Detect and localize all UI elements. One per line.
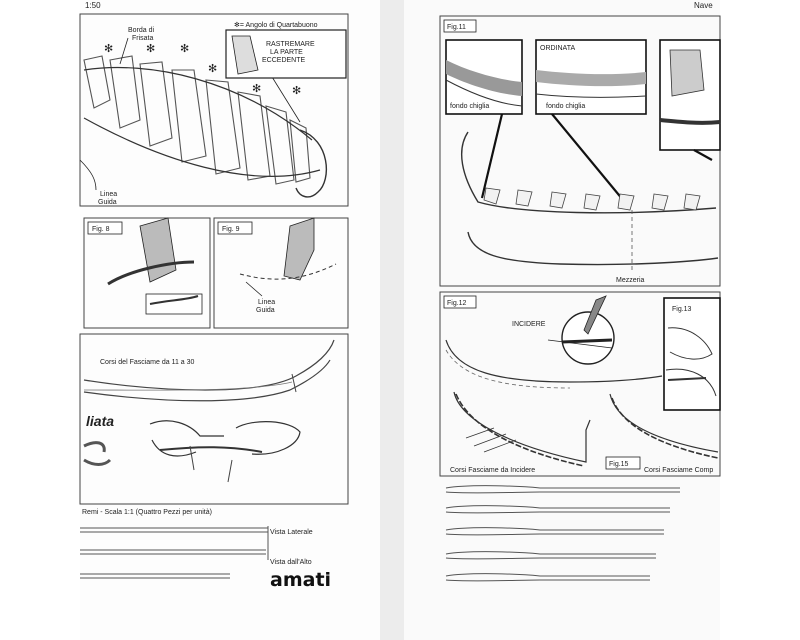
fig8-title: Fig. 8 xyxy=(92,226,110,233)
incidere-label: INCIDERE xyxy=(512,321,546,328)
planking-figure xyxy=(79,333,349,505)
guida-label: Guida xyxy=(98,199,117,206)
scale-label: 1:50 xyxy=(85,1,101,10)
fig15-title: Fig.15 xyxy=(609,461,629,468)
callout-line-2: LA PARTE xyxy=(270,49,303,56)
taper-callout-box: RASTREMARE LA PARTE ECCEDENTE xyxy=(225,29,347,79)
linea-label: Linea xyxy=(100,191,117,198)
fig13-title: Fig.13 xyxy=(672,306,692,313)
fig9-title: Fig. 9 xyxy=(222,226,240,233)
partial-script-text: liata xyxy=(86,413,114,429)
fig12-title: Fig.12 xyxy=(447,300,467,307)
fig12-corsi: Corsi Fasciame da Incidere xyxy=(450,467,535,474)
fig11-title: Fig.11 xyxy=(447,24,466,31)
vista-alto: Vista dall'Alto xyxy=(270,559,312,566)
borda-label: Borda di xyxy=(128,27,155,34)
left-page xyxy=(80,0,392,640)
fig9-guida: Guida xyxy=(256,307,275,314)
fondo-chiglia-1: fondo chiglia xyxy=(450,103,489,110)
svg-text:✻: ✻ xyxy=(252,83,261,95)
right-header: Nave xyxy=(694,1,713,10)
oar-drawings xyxy=(80,526,269,579)
svg-text:✻: ✻ xyxy=(180,43,189,55)
top-hull-figure: ✻ ✻ ✻ ✻ ✻ ✻ xyxy=(79,13,349,207)
quartabuono-legend: ✻= Angolo di Quartabuono xyxy=(234,21,318,29)
fig13-panel xyxy=(663,297,721,411)
callout-line-3: ECCEDENTE xyxy=(262,57,306,64)
corsi-caption: Corsi del Fasciame da 11 a 30 xyxy=(100,359,195,366)
ordinata-label: ORDINATA xyxy=(540,45,575,52)
fig11-panel xyxy=(439,15,721,287)
svg-text:✻: ✻ xyxy=(208,63,217,75)
fig15-corsi: Corsi Fasciame Comp xyxy=(644,467,713,474)
gutter-shadow xyxy=(380,0,404,640)
fig8-panel xyxy=(83,217,211,329)
mezzeria-label: Mezzeria xyxy=(616,277,645,284)
svg-text:✻: ✻ xyxy=(146,43,155,55)
fig15-tag xyxy=(605,456,641,470)
fig9-linea: Linea xyxy=(258,299,275,306)
callout-line-1: RASTREMARE xyxy=(266,41,315,48)
svg-text:Frisata: Frisata xyxy=(132,35,154,42)
vista-laterale: Vista Laterale xyxy=(270,529,313,536)
remi-caption: Remi - Scala 1:1 (Quattro Pezzi per unit… xyxy=(82,509,212,516)
amati-logo: amati xyxy=(270,569,331,591)
svg-text:✻: ✻ xyxy=(104,43,113,55)
fig9-panel xyxy=(213,217,349,329)
svg-text:✻: ✻ xyxy=(292,85,301,97)
right-oar-drawings xyxy=(445,485,680,582)
fondo-chiglia-2: fondo chiglia xyxy=(546,103,585,110)
